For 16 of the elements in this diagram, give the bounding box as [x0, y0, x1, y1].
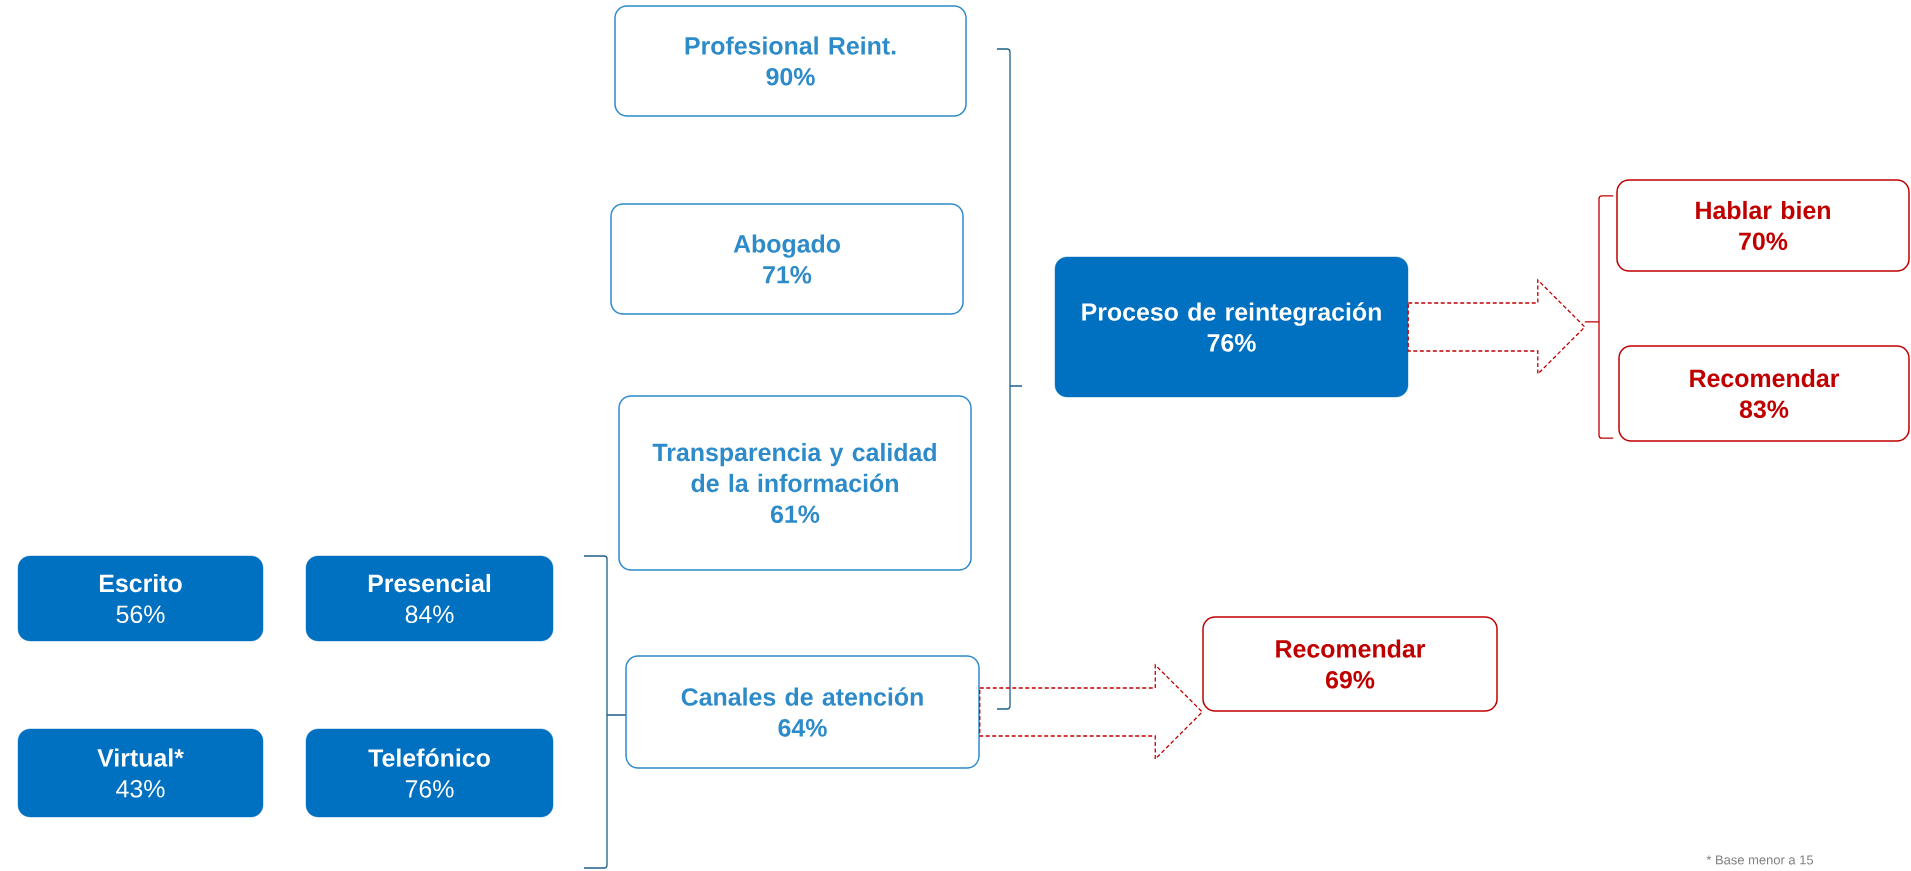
- outcome-box: Hablar bien 70%: [1616, 179, 1910, 272]
- footnote: * Base menor a 15: [1706, 855, 1814, 865]
- score-box: Proceso de reintegración 76%: [1054, 256, 1409, 398]
- category-box: Abogado 71%: [610, 203, 964, 315]
- block-arrow: [1407, 278, 1586, 376]
- outcome-box: Recomendar 69%: [1202, 616, 1498, 712]
- score-box: Presencial 84%: [305, 555, 554, 642]
- category-box: Transparencia y calidad de la información 61%: [618, 395, 972, 571]
- score-box: Escrito 56%: [17, 555, 264, 642]
- score-box: Telefónico 76%: [305, 728, 554, 818]
- outcome-box: Recomendar 83%: [1618, 345, 1910, 442]
- block-arrow: [979, 663, 1204, 761]
- category-box: Profesional Reint. 90%: [614, 5, 967, 117]
- category-box: Canales de atención 64%: [625, 655, 980, 769]
- score-box: Virtual* 43%: [17, 728, 264, 818]
- bracket: [1584, 195, 1614, 439]
